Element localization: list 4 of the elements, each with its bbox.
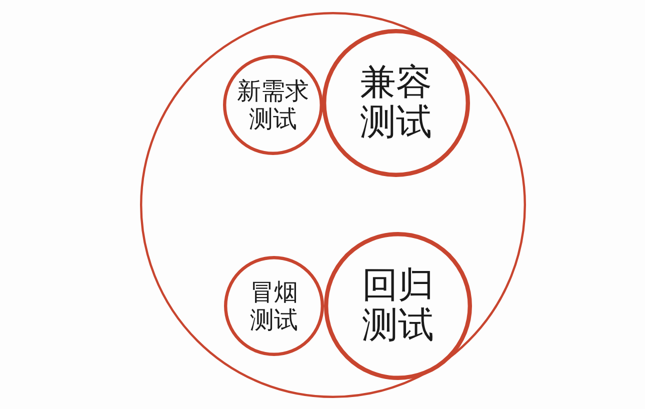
circle-label: 冒烟测试 bbox=[249, 278, 299, 334]
circle-label: 新需求测试 bbox=[236, 77, 310, 133]
circle-label: 兼容测试 bbox=[359, 63, 433, 143]
circle-label: 回归测试 bbox=[361, 266, 435, 346]
